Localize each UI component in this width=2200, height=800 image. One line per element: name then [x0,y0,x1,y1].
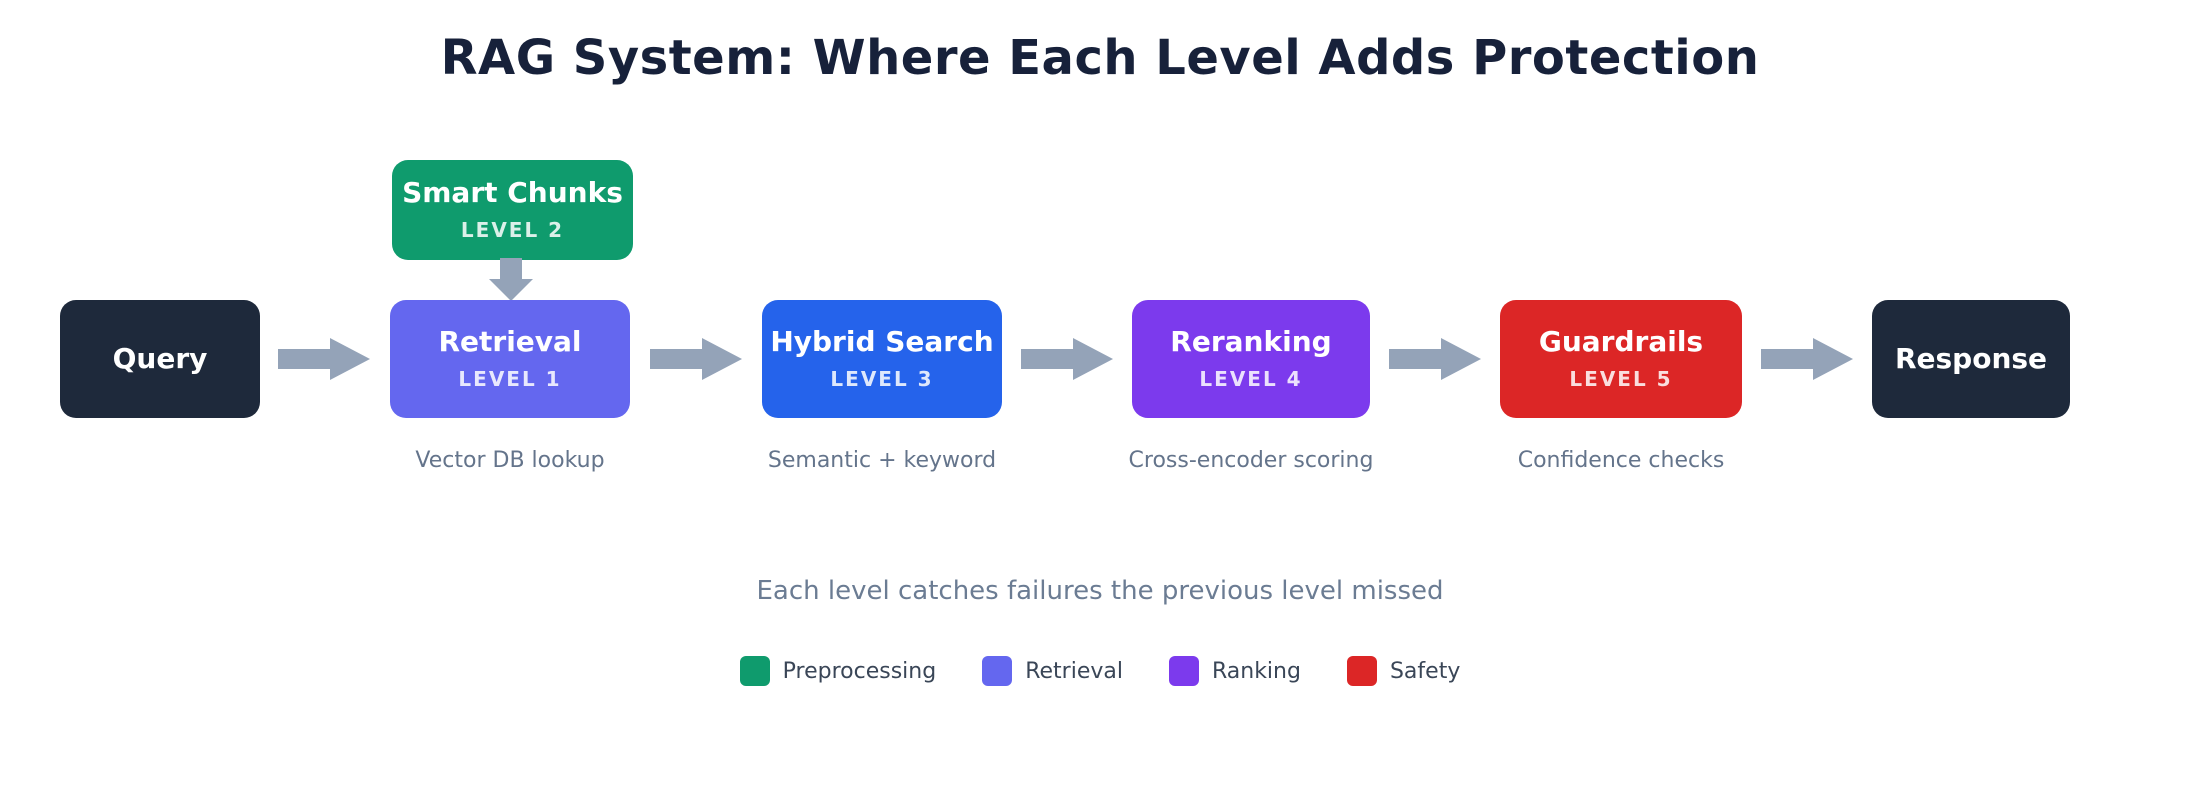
node-retrieval-label: Retrieval [438,325,582,359]
node-response: Response [1872,300,2070,418]
legend-item-ranking: Ranking [1168,656,1301,686]
legend-item-retrieval: Retrieval [982,656,1123,686]
page-title: RAG System: Where Each Level Adds Protec… [440,30,1760,86]
arrow-head [1073,338,1113,380]
arrow-stem [1761,349,1813,369]
arrow-stem [278,349,330,369]
legend-item-safety: Safety [1346,656,1461,686]
caption-retrieval: Vector DB lookup [415,448,605,473]
right-arrow-icon [1389,338,1481,380]
node-guardrails-label: Guardrails [1538,325,1704,359]
right-arrow-icon [650,338,742,380]
node-guardrails: Guardrails LEVEL 5 [1500,300,1742,418]
legend-swatch-preprocessing [739,656,770,686]
down-arrow-icon [489,279,533,301]
legend-swatch-ranking [1168,656,1199,686]
legend-label-ranking: Ranking [1211,658,1301,684]
node-reranking-label: Reranking [1170,325,1332,359]
legend-label-safety: Safety [1389,658,1461,684]
node-retrieval: Retrieval LEVEL 1 [390,300,630,418]
node-hybrid-search-level: LEVEL 3 [830,366,934,391]
caption-guardrails: Confidence checks [1517,448,1725,473]
node-query-label: Query [112,341,208,375]
node-reranking-level: LEVEL 4 [1199,366,1303,391]
node-hybrid-search: Hybrid Search LEVEL 3 [762,300,1002,418]
right-arrow-icon [1021,338,1113,380]
subtitle: Each level catches failures the previous… [756,576,1444,606]
node-reranking: Reranking LEVEL 4 [1132,300,1370,418]
node-retrieval-level: LEVEL 1 [458,366,562,391]
node-smart-chunks: Smart Chunks LEVEL 2 [392,160,633,260]
legend-swatch-retrieval [982,656,1013,686]
arrow-stem [650,349,702,369]
right-arrow-icon [1761,338,1853,380]
node-hybrid-search-label: Hybrid Search [770,325,994,359]
arrow-head [330,338,370,380]
legend-item-preprocessing: Preprocessing [739,656,937,686]
legend-swatch-safety [1346,656,1377,686]
node-query: Query [60,300,260,418]
caption-reranking: Cross-encoder scoring [1128,448,1374,473]
node-smart-chunks-label: Smart Chunks [402,176,623,210]
arrow-head [702,338,742,380]
right-arrow-icon [278,338,370,380]
legend-label-retrieval: Retrieval [1025,658,1123,684]
legend-label-preprocessing: Preprocessing [782,658,937,684]
caption-hybrid-search: Semantic + keyword [767,448,997,473]
arrow-head [1813,338,1853,380]
node-response-label: Response [1894,341,2048,375]
arrow-stem [1389,349,1441,369]
arrow-head [1441,338,1481,380]
node-guardrails-level: LEVEL 5 [1569,366,1673,391]
legend: Preprocessing Retrieval Ranking Safety [0,656,2200,686]
down-arrow-stem [500,258,522,279]
node-smart-chunks-level: LEVEL 2 [460,217,565,242]
arrow-stem [1021,349,1073,369]
